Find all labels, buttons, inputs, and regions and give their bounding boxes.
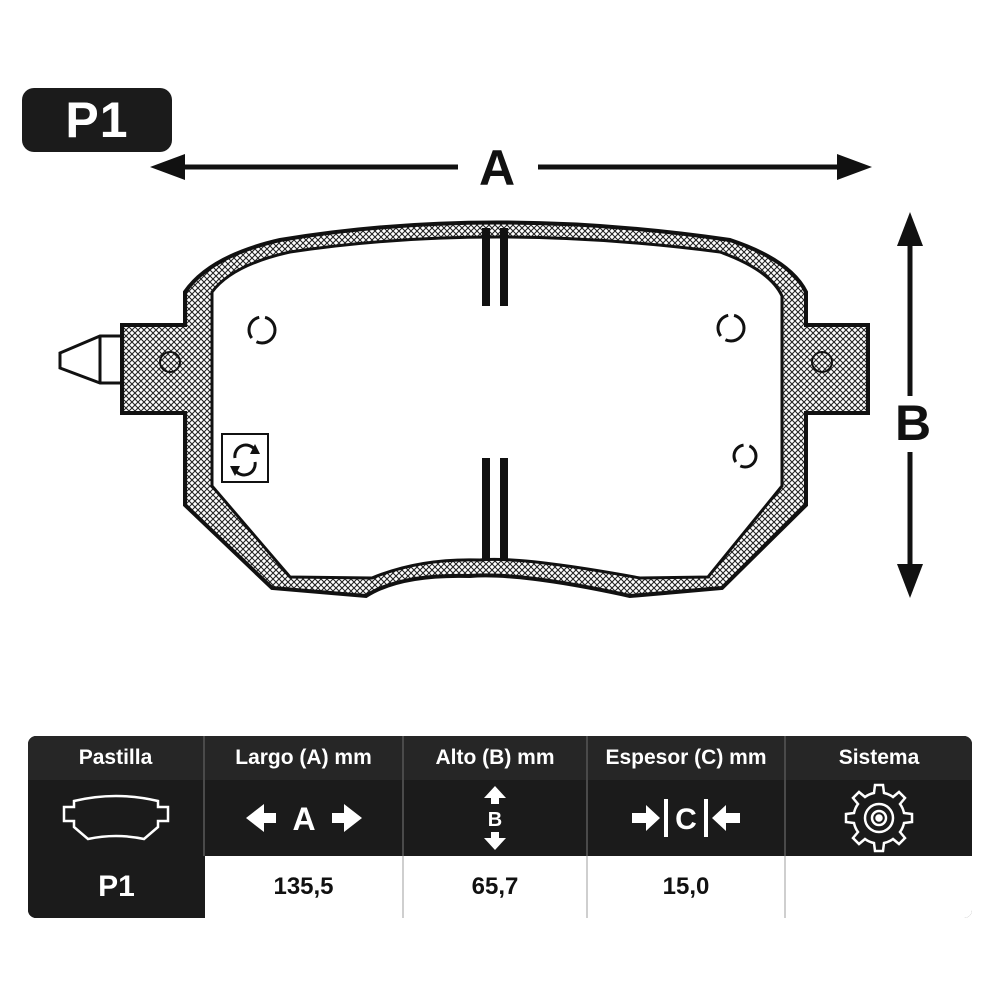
- pad-backing-plate: [120, 220, 870, 599]
- table-row: P1 135,5 65,7 15,0: [28, 856, 972, 918]
- espesor-icon-letter: C: [675, 803, 697, 836]
- thickness-arrows-icon: C: [632, 799, 740, 837]
- header-pastilla: Pastilla: [28, 736, 205, 780]
- largo-icon-letter: A: [292, 801, 315, 837]
- cell-sistema: [786, 856, 972, 918]
- mounting-holes: [247, 313, 758, 469]
- specifications-table: Pastilla Largo (A) mm Alto (B) mm Espeso…: [28, 736, 972, 918]
- cell-largo: 135,5: [205, 856, 404, 918]
- header-largo: Largo (A) mm: [205, 736, 404, 780]
- gear-icon: [844, 783, 914, 853]
- table-header-row: Pastilla Largo (A) mm Alto (B) mm Espeso…: [28, 736, 972, 780]
- dimension-b-arrow: B: [895, 212, 931, 598]
- dimension-a-arrow: A: [150, 140, 872, 196]
- brake-pad-drawing: A B: [58, 140, 931, 599]
- dimension-b-label: B: [895, 395, 931, 451]
- header-espesor: Espesor (C) mm: [588, 736, 786, 780]
- length-arrows-icon: A: [245, 801, 362, 837]
- center-slot: [482, 228, 508, 560]
- header-alto: Alto (B) mm: [404, 736, 588, 780]
- alto-icon-letter: B: [488, 809, 502, 831]
- dimension-a-label: A: [479, 140, 515, 196]
- cell-pastilla: P1: [28, 856, 205, 918]
- cell-espesor: 15,0: [588, 856, 786, 918]
- brake-pad-outline-icon: [62, 794, 169, 841]
- product-badge: P1: [22, 88, 172, 152]
- header-sistema: Sistema: [786, 736, 972, 780]
- wear-sensor-clip: [58, 334, 124, 385]
- table-icons-row: A B C: [28, 780, 972, 856]
- cell-alto: 65,7: [404, 856, 588, 918]
- rotation-indicator-icon: [221, 433, 269, 483]
- badge-label: P1: [65, 92, 129, 148]
- height-arrows-icon: B: [484, 786, 506, 850]
